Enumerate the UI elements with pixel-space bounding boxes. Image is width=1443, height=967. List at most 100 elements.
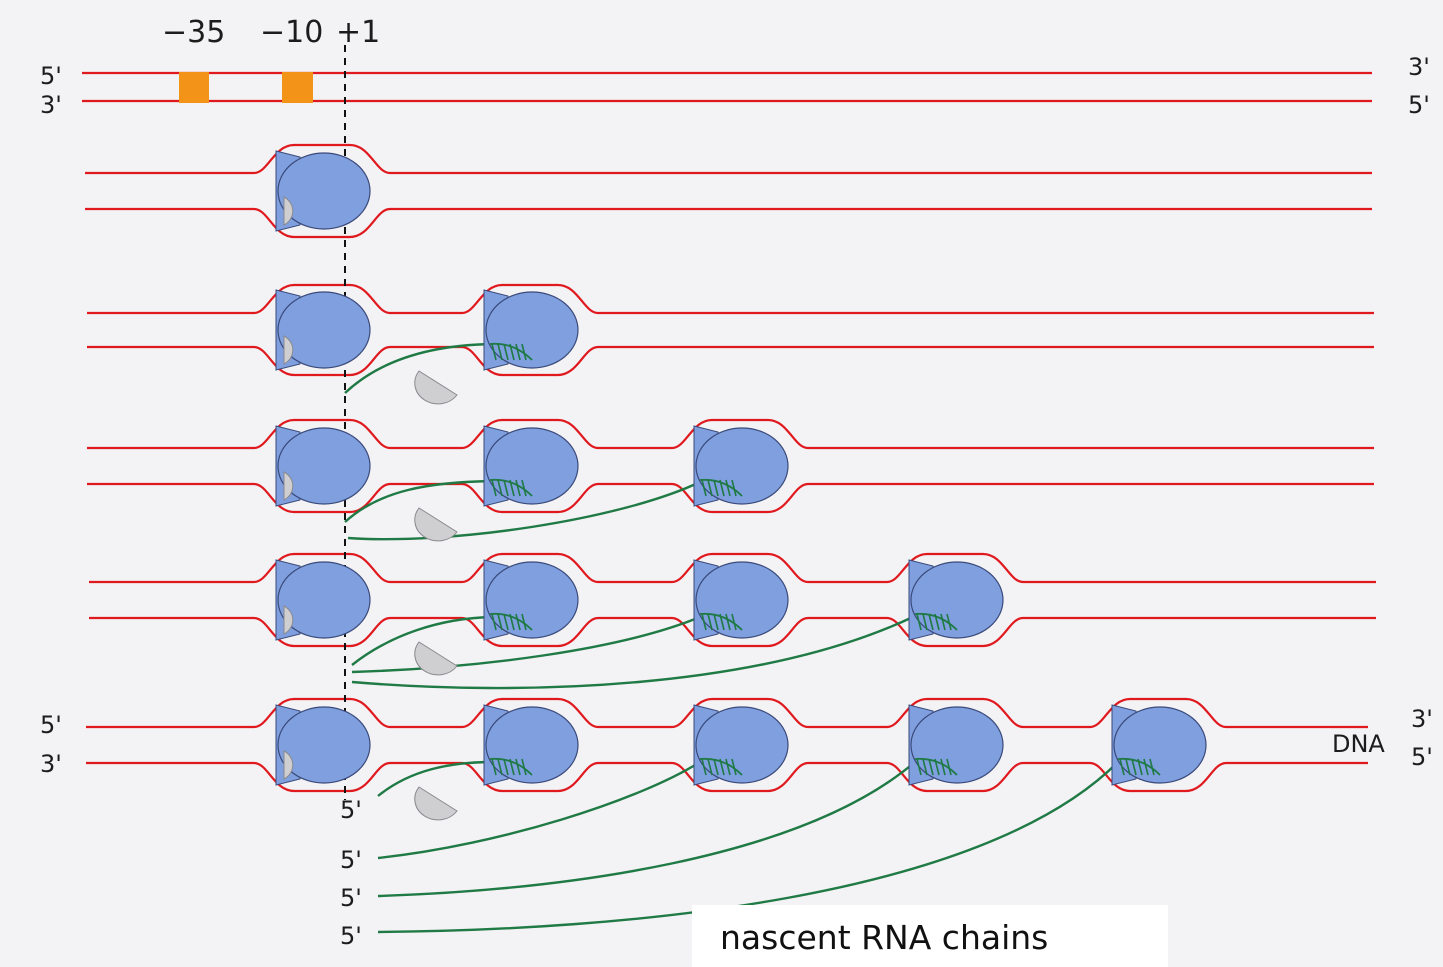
rna-polymerase [908,704,1004,786]
rna-dna-hybrid [491,343,497,361]
rna-dna-hybrid [914,757,958,776]
nascent-rna-chain [351,615,701,674]
dna-coding-strand [89,616,1376,648]
rna-dna-hybrid [489,757,533,776]
polymerase-head [695,706,789,784]
released-sigma-factor [414,370,458,405]
sigma-factor [283,196,294,226]
polymerase-head [277,427,371,505]
polymerase-head [485,706,579,784]
caption: nascent RNA chains [720,918,1049,957]
rna-dna-hybrid [491,758,497,776]
rna-dna-hybrid [491,479,497,497]
rna-dna-hybrid [503,758,509,776]
rna-polymerase [693,704,789,786]
rna-5prime-label: 5' [340,922,362,950]
nascent-rna-chain [351,614,916,690]
rna-dna-hybrid [1125,758,1131,776]
rna-dna-hybrid [489,478,533,497]
rna-dna-hybrid [521,758,527,776]
rna-5prime-label: 5' [340,846,362,874]
rna-dna-hybrid [701,479,707,497]
rna-dna-hybrid [497,479,503,497]
top-left-5prime-label: 5' [40,62,62,90]
rna-dna-hybrid [928,758,934,776]
sigma-factor [283,605,294,635]
rna-5prime-label: 5' [340,796,362,824]
rna-dna-hybrid [713,613,719,631]
polymerase-head [485,291,579,369]
nascent-rna-chain [377,761,1119,934]
released-sigma-factor [414,641,458,676]
dna-template-strand [87,418,1374,450]
released-sigma-factor [414,786,458,821]
rna-dna-hybrid [916,613,922,631]
polymerase-head [695,561,789,639]
rna-dna-hybrid [922,613,928,631]
rna-dna-hybrid [515,343,521,361]
rna-dna-hybrid [497,613,503,631]
rna-dna-hybrid [1149,758,1155,776]
released-sigma-factor [414,507,458,542]
rna-dna-hybrid [1131,758,1137,776]
plus1-label: +1 [336,15,380,50]
rna-polymerase [275,704,371,786]
rna-dna-hybrid [922,758,928,776]
rna-polymerase [275,150,371,232]
polymerase-head [485,561,579,639]
rna-polymerase [693,425,789,507]
nascent-rna-chain [351,615,494,666]
promoter-minus10-box [282,72,313,103]
rna-dna-hybrid [731,613,737,631]
rna-polymerase [483,704,579,786]
minus10-label: −10 [260,15,323,50]
caption-box [692,905,1168,967]
rna-dna-hybrid [725,479,731,497]
rna-dna-hybrid [940,613,946,631]
dna-coding-strand [86,761,1368,793]
dna-template-strand [86,697,1368,729]
rna-polymerase [275,425,371,507]
dna-coding-strand [87,482,1374,514]
rna-polymerase [275,559,371,641]
rna-dna-hybrid [701,758,707,776]
rna-dna-hybrid [713,758,719,776]
rna-polymerases [275,150,1207,821]
nascent-rna-chain [377,761,916,898]
polymerase-head [277,291,371,369]
nascent-rna-chain [344,342,494,394]
minus35-label: −35 [162,15,225,50]
rna-dna-hybrid [489,612,533,631]
rna-dna-hybrid [914,612,958,631]
rna-dna-hybrid [928,613,934,631]
rna-dna-hybrid [731,479,737,497]
rna-dna-hybrid [946,758,952,776]
rna-dna-hybrid [489,342,533,361]
dna-template-strand [85,143,1372,175]
rna-dna-hybrid [725,613,731,631]
rna-dna-hybrid [503,479,509,497]
nascent-rna-chain [347,480,701,541]
rna-polymerase [483,289,579,371]
rna-polymerase [275,289,371,371]
top-right-3prime-label: 3' [1408,53,1430,81]
bottom-right-3prime-label: 3' [1411,705,1433,733]
rna-chains [344,342,1119,934]
rna-polymerase [908,559,1004,641]
rna-dna-hybrid [707,613,713,631]
rna-dna-hybrid [946,613,952,631]
rna-dna-hybrid [497,758,503,776]
rna-dna-hybrid [503,613,509,631]
rna-dna-hybrid [731,758,737,776]
bottom-left-3prime-label: 3' [40,750,62,778]
polymerase-head [695,427,789,505]
rna-dna-hybrid [916,758,922,776]
polymerase-head [277,706,371,784]
rna-dna-hybrid [497,343,503,361]
rna-dna-hybrid [491,613,497,631]
rna-dna-hybrid [713,479,719,497]
rna-dna-hybrid [707,479,713,497]
rna-dna-hybrid [699,612,743,631]
dna-label: DNA [1332,730,1385,758]
polymerase-head [910,561,1004,639]
